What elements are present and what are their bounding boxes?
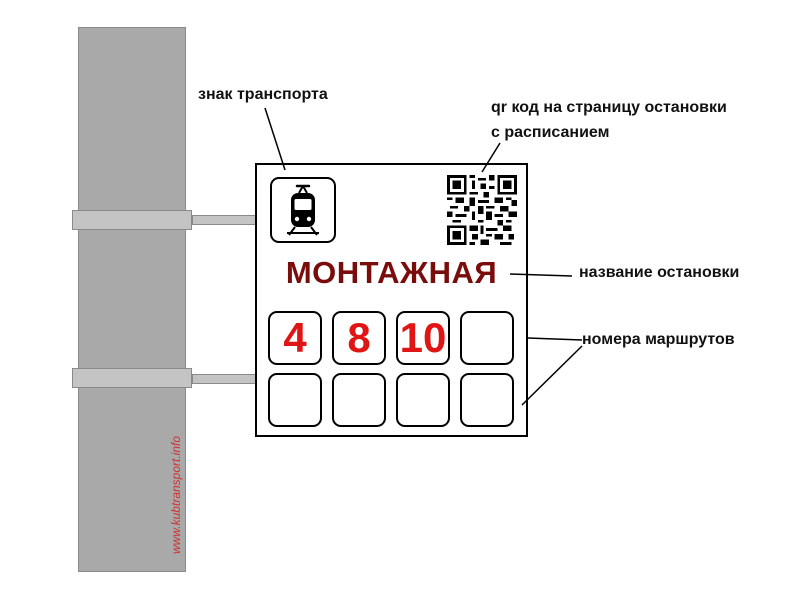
route-number	[460, 311, 514, 365]
route-numbers-label: номера маршрутов	[582, 331, 735, 348]
lower-clamp	[72, 368, 192, 388]
route-number: 4	[268, 311, 322, 365]
route-number: 8	[332, 311, 386, 365]
stop-name: МОНТАЖНАЯ	[285, 255, 498, 290]
stop-sign: МОНТАЖНАЯ 4 8 10	[255, 163, 528, 437]
route-number	[396, 373, 450, 427]
qr-code-icon	[447, 175, 517, 245]
tram-icon	[270, 177, 336, 243]
route-number	[268, 373, 322, 427]
stop-name-label: название остановки	[579, 264, 740, 281]
qr-code-label-line1: qr код на страницу остановки	[491, 99, 727, 116]
route-number: 10	[396, 311, 450, 365]
route-number	[460, 373, 514, 427]
route-number	[332, 373, 386, 427]
pole	[78, 27, 186, 572]
upper-clamp	[72, 210, 192, 230]
qr-code-label-line2: с расписанием	[491, 124, 610, 141]
transport-sign-label: знак транспорта	[198, 86, 328, 103]
tram-glyph	[287, 184, 319, 236]
